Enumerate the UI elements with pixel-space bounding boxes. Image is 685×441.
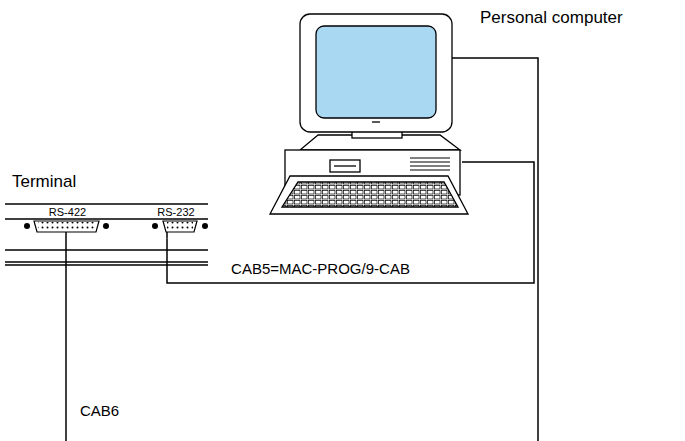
port-label: RS-422 bbox=[49, 206, 86, 219]
node-heading: Personal computer bbox=[480, 8, 623, 28]
personal-computer bbox=[270, 14, 468, 214]
terminal-panel bbox=[5, 204, 208, 265]
port-label: RS-232 bbox=[157, 206, 194, 219]
node-heading: Terminal bbox=[12, 172, 76, 192]
computer-box: Personal computer bbox=[270, 10, 462, 215]
terminal-panel: TerminalRS-422RS-232 bbox=[5, 200, 215, 272]
cable-connector bbox=[167, 162, 534, 283]
rs422-connector bbox=[24, 221, 109, 232]
cable-label: CAB6 bbox=[78, 402, 121, 419]
port-box: RS-422 bbox=[20, 203, 115, 238]
cable-label: CAB5=MAC-PROG/9-CAB bbox=[229, 260, 412, 277]
port-box: RS-232 bbox=[140, 203, 212, 239]
rs232-connector bbox=[152, 221, 208, 232]
